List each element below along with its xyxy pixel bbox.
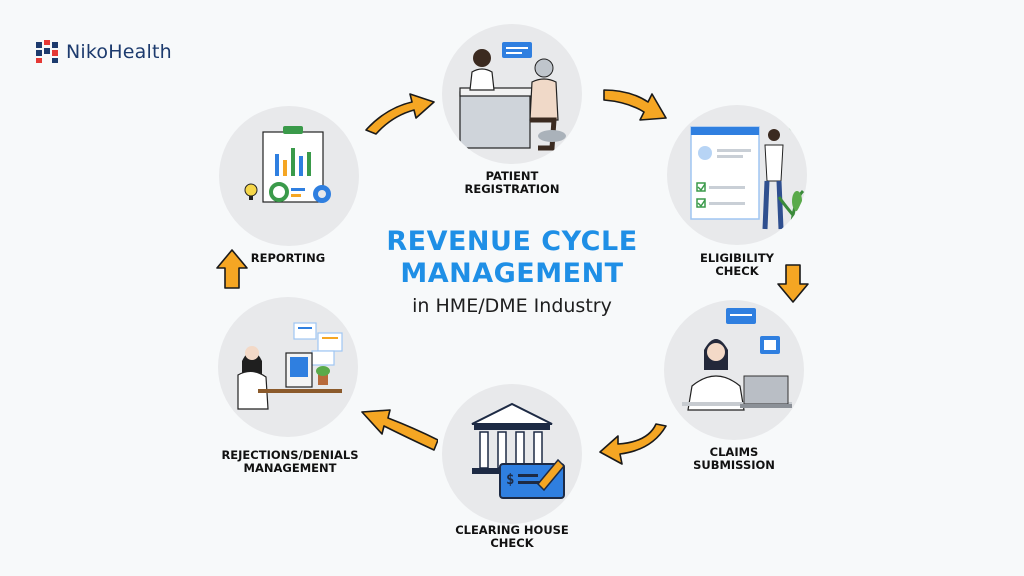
step-eligibility-check bbox=[667, 105, 807, 245]
step-claims-submission bbox=[664, 300, 804, 440]
arrow-claims-to-clearing-house bbox=[599, 423, 667, 465]
reporting-icon bbox=[244, 126, 331, 203]
step-label-line: MANAGEMENT bbox=[243, 461, 337, 475]
step-rejections-denials-management bbox=[218, 297, 358, 437]
step-label-clearing-house-check: CLEARING HOUSE CHECK bbox=[440, 524, 584, 550]
step-label-rejections-denials-management: REJECTIONS/DENIALS MANAGEMENT bbox=[212, 449, 368, 475]
step-label-line: REPORTING bbox=[250, 251, 326, 265]
arrow-reporting-to-registration bbox=[365, 93, 435, 135]
nikohealth-logo-icon bbox=[36, 40, 58, 63]
step-label-line: CHECK bbox=[715, 264, 759, 278]
step-label-line: PATIENT bbox=[485, 169, 539, 183]
eligibility-check-icon bbox=[690, 118, 805, 234]
step-label-patient-registration: PATIENT REGISTRATION bbox=[452, 170, 572, 196]
step-clearing-house-check: $ bbox=[442, 384, 582, 524]
title-subtitle: in HME/DME Industry bbox=[412, 295, 612, 317]
step-label-claims-submission: CLAIMS SUBMISSION bbox=[679, 446, 789, 472]
arrow-rejections-to-reporting bbox=[216, 249, 248, 289]
step-label-eligibility-check: ELIGIBILITY CHECK bbox=[686, 252, 788, 278]
step-label-line: SUBMISSION bbox=[693, 458, 775, 472]
rejections-management-icon bbox=[237, 322, 343, 410]
step-patient-registration bbox=[442, 24, 582, 164]
step-reporting bbox=[219, 106, 359, 246]
step-label-line: CHECK bbox=[490, 536, 534, 550]
clearing-house-icon: $ bbox=[471, 402, 566, 499]
claims-submission-icon bbox=[682, 308, 792, 411]
arrow-clearing-house-to-rejections bbox=[361, 409, 438, 451]
arrow-registration-to-eligibility bbox=[603, 89, 667, 121]
diagram-title: REVENUE CYCLE MANAGEMENT in HME/DME Indu… bbox=[362, 226, 662, 319]
title-line-1: REVENUE CYCLE bbox=[386, 226, 638, 257]
step-label-line: REJECTIONS/DENIALS bbox=[221, 448, 359, 462]
title-line-2: MANAGEMENT bbox=[400, 258, 624, 289]
brand-logo: NikoHealth bbox=[34, 40, 172, 64]
step-label-line: CLAIMS bbox=[709, 445, 759, 459]
step-label-line: REGISTRATION bbox=[464, 182, 560, 196]
step-label-reporting: REPORTING bbox=[238, 252, 338, 265]
svg-text:$: $ bbox=[506, 472, 514, 488]
step-label-line: CLEARING HOUSE bbox=[455, 523, 569, 537]
patient-registration-icon bbox=[459, 42, 566, 151]
step-label-line: ELIGIBILITY bbox=[699, 251, 774, 265]
arrow-eligibility-to-claims bbox=[777, 264, 809, 303]
brand-name: NikoHealth bbox=[66, 41, 172, 63]
